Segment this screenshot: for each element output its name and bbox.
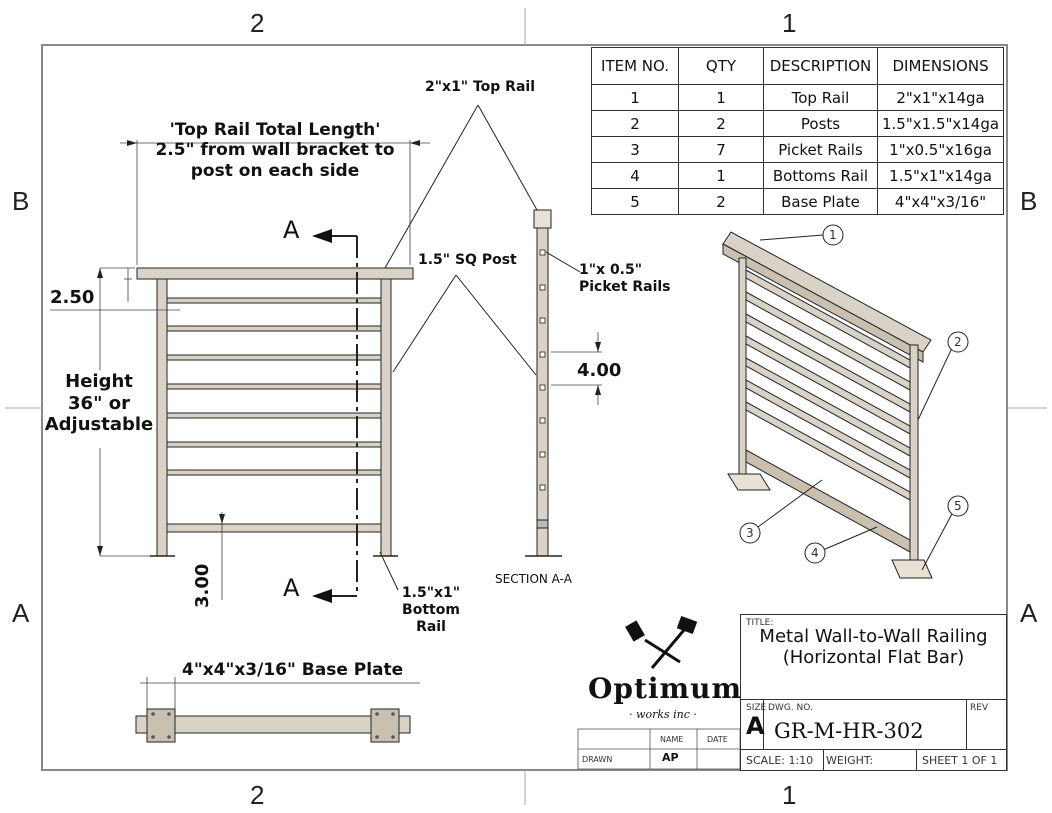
section-label-top: A: [283, 216, 300, 244]
size-label: SIZE: [746, 703, 767, 713]
bom-cell-item: 3: [591, 136, 679, 163]
bom-cell-description: Posts: [763, 110, 878, 137]
dwg-no-label: DWG. NO.: [768, 703, 813, 713]
bottom-rail-line-2: Bottom: [402, 601, 460, 618]
bom-row: 1 1 Top Rail 2"x1"x14ga: [591, 84, 1005, 111]
drawing-title: Metal Wall-to-Wall Railing (Horizontal F…: [759, 626, 988, 668]
dimension-2-50: 2.50: [50, 287, 95, 308]
bottom-rail-line-1: 1.5"x1": [401, 585, 461, 601]
bom-header-item-no: ITEM NO.: [591, 47, 679, 85]
dimension-3-00: 3.00: [192, 563, 213, 608]
rev-label: REV: [970, 703, 989, 713]
scale-value: SCALE: 1:10: [746, 754, 814, 767]
bom-cell-description: Picket Rails: [763, 136, 878, 163]
zone-marker-bottom-right: 1: [782, 780, 797, 810]
zone-marker-left-bottom: A: [12, 598, 30, 628]
bom-cell-description: Bottoms Rail: [763, 162, 878, 189]
bom-row: 3 7 Picket Rails 1"x0.5"x16ga: [591, 136, 1005, 163]
sq-post-callout: 1.5" SQ Post: [418, 252, 517, 268]
bom-cell-qty: 7: [678, 136, 764, 163]
bom-row: 2 2 Posts 1.5"x1.5"x14ga: [591, 110, 1005, 137]
company-logo-tagline: · works inc ·: [629, 708, 697, 721]
wall-bracket-line-2: post on each side: [190, 160, 360, 181]
wall-bracket-line-1: 2.5" from wall bracket to: [155, 140, 395, 161]
bom-header-row: ITEM NO. QTY DESCRIPTION DIMENSIONS: [591, 47, 1005, 85]
bill-of-materials-table: ITEM NO. QTY DESCRIPTION DIMENSIONS 1 1 …: [591, 47, 1005, 215]
section-caption: SECTION A-A: [495, 572, 572, 586]
zone-marker-right-top: B: [1020, 186, 1038, 216]
bom-cell-dimensions: 1.5"x1"x14ga: [876, 162, 1005, 189]
zone-marker-top-right: 1: [782, 8, 797, 38]
top-rail-length-note: 'Top Rail Total Length' 2.5" from wall b…: [150, 120, 400, 181]
bom-cell-item: 4: [591, 162, 679, 189]
base-plate-view: [135, 708, 411, 743]
bom-cell-qty: 2: [678, 188, 764, 215]
company-logo-name: Optimum: [588, 672, 743, 705]
weight-label: WEIGHT:: [826, 754, 874, 767]
section-label-bottom: A: [283, 574, 300, 602]
bom-cell-description: Top Rail: [763, 84, 878, 111]
bom-cell-dimensions: 4"x4"x3/16": [876, 188, 1005, 215]
zone-marker-right-bottom: A: [1020, 598, 1038, 628]
picket-line-2: Picket Rails: [579, 278, 671, 295]
top-rail-callout: 2"x1" Top Rail: [425, 79, 536, 95]
signoff-name-header: NAME: [660, 735, 684, 744]
zone-marker-bottom-left: 2: [250, 780, 265, 810]
bom-cell-dimensions: 1"x0.5"x16ga: [876, 136, 1005, 163]
signoff-drawn-label: DRAWN: [582, 755, 613, 764]
balloon-5: 5: [954, 499, 962, 513]
bom-cell-dimensions: 1.5"x1.5"x14ga: [876, 110, 1005, 137]
bottom-rail-callout: 1.5"x1" Bottom Rail: [396, 585, 466, 635]
bom-header-description: DESCRIPTION: [763, 47, 878, 85]
height-line-1: Height: [65, 371, 133, 392]
title-block: TITLE: Metal Wall-to-Wall Railing (Horiz…: [740, 614, 1007, 771]
signoff-date-header: DATE: [707, 735, 728, 744]
zone-marker-top-left: 2: [250, 8, 265, 38]
balloon-3: 3: [746, 526, 754, 540]
bom-cell-qty: 1: [678, 162, 764, 189]
bom-cell-item: 5: [591, 188, 679, 215]
bom-cell-description: Base Plate: [763, 188, 878, 215]
bom-row: 5 2 Base Plate 4"x4"x3/16": [591, 188, 1005, 215]
size-value: A: [746, 712, 765, 740]
height-line-2: 36" or: [68, 392, 130, 414]
bom-row: 4 1 Bottoms Rail 1.5"x1"x14ga: [591, 162, 1005, 189]
section-view: [533, 209, 552, 557]
picket-rails-callout: 1"x 0.5" Picket Rails: [579, 262, 671, 296]
balloon-1: 1: [829, 228, 837, 242]
drawing-number: GR-M-HR-302: [774, 719, 924, 743]
zone-marker-left-top: B: [12, 186, 30, 216]
bom-header-dimensions: DIMENSIONS: [876, 47, 1005, 85]
bom-cell-qty: 1: [678, 84, 764, 111]
bom-header-qty: QTY: [678, 47, 764, 85]
balloon-4: 4: [811, 546, 819, 560]
height-note: Height 36" or Adjustable: [42, 371, 156, 436]
bom-cell-dimensions: 2"x1"x14ga: [876, 84, 1005, 111]
height-line-3: Adjustable: [44, 414, 154, 436]
signoff-drawn-name: AP: [662, 751, 679, 764]
title-label: TITLE:: [746, 618, 774, 628]
hammer-icon: [625, 615, 698, 669]
dimension-4-00: 4.00: [577, 360, 622, 381]
bottom-rail-line-3: Rail: [416, 618, 446, 635]
top-rail-length-label: 'Top Rail Total Length': [169, 120, 381, 140]
front-view: [136, 267, 414, 557]
bom-cell-item: 2: [591, 110, 679, 137]
base-plate-callout: 4"x4"x3/16" Base Plate: [182, 660, 404, 680]
iso-view: [722, 231, 933, 579]
picket-line-1: 1"x 0.5": [579, 262, 643, 278]
bom-cell-item: 1: [591, 84, 679, 111]
bom-cell-qty: 2: [678, 110, 764, 137]
balloon-2: 2: [954, 335, 962, 349]
sheet-value: SHEET 1 OF 1: [922, 754, 998, 767]
